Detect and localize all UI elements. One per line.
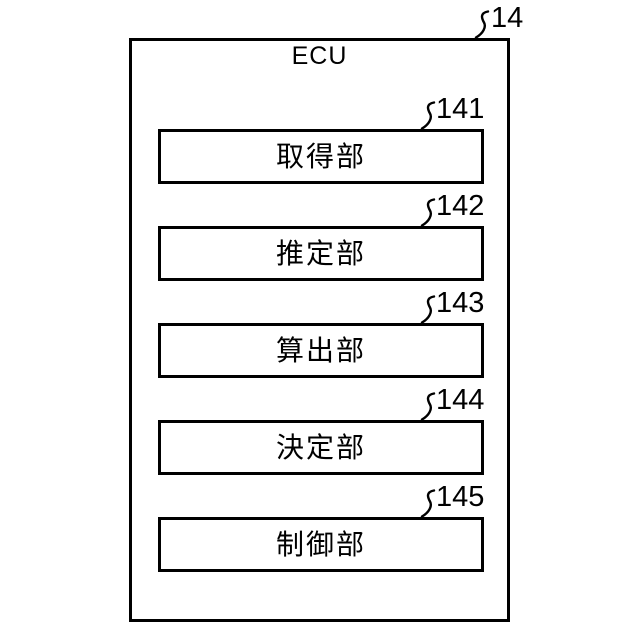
leader-line-143-icon [420,295,436,323]
ref-label-144: 144 [436,384,485,416]
block-label: 制御部 [275,528,366,560]
leader-line-141-icon [420,101,436,129]
ecu-title: ECU [291,42,348,70]
ref-label-142: 142 [436,190,485,222]
block-estimation-unit: 推定部 [158,226,484,281]
block-calculation-unit: 算出部 [158,323,484,378]
block-determination-unit: 決定部 [158,420,484,475]
ref-label-145: 145 [436,481,485,513]
leader-line-144-icon [420,392,436,420]
ref-label-14: 14 [491,2,524,34]
block-label: 推定部 [275,237,366,269]
block-label: 決定部 [275,431,366,463]
block-control-unit: 制御部 [158,517,484,572]
leader-line-145-icon [420,489,436,517]
leader-line-142-icon [420,198,436,226]
ref-label-141: 141 [436,93,485,125]
leader-line-14-icon [474,10,490,38]
block-acquisition-unit: 取得部 [158,129,484,184]
ref-label-143: 143 [436,287,485,319]
block-label: 算出部 [275,334,366,366]
block-label: 取得部 [275,140,366,172]
